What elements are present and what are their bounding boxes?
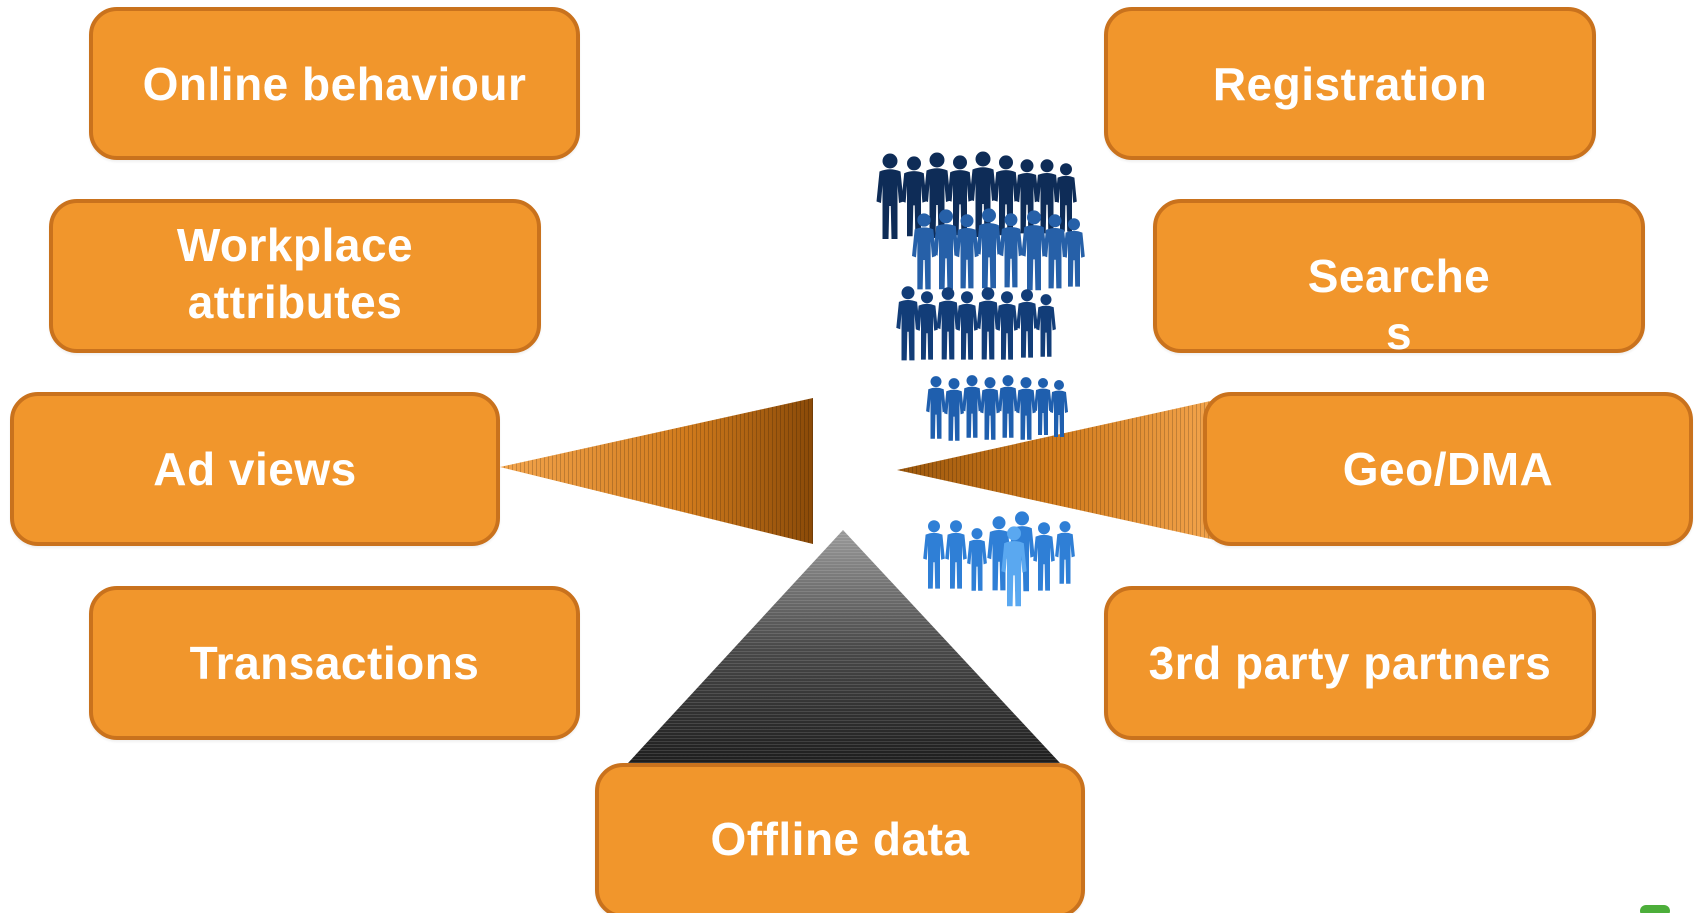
pyramid [628,530,1060,763]
right-funnel [897,400,1215,540]
third-party-partners-label: 3rd party partners [1148,637,1552,689]
registration-label: Registration [1212,57,1488,110]
ad-views-label: Ad views [153,443,357,495]
corner-indicator [1640,905,1670,913]
geo-dma-label: Geo/DMA [1342,443,1554,495]
searches-box: Searches [1153,199,1645,359]
left-funnel [500,398,813,544]
transactions-label: Transactions [189,637,480,689]
workplace-attributes-label: Workplace attributes [176,219,414,328]
third-party-partners-box: 3rd party partners [1104,586,1596,740]
transactions-box: Transactions [89,586,580,740]
workplace-attributes-box: Workplace attributes [49,199,541,353]
ad-views-box: Ad views [10,392,500,546]
searches-label: Searches [1307,250,1491,359]
offline-data-box: Offline data [595,763,1085,913]
offline-data-label: Offline data [710,813,970,865]
people-crowd-icon [876,151,1085,607]
online-behaviour-box: Online behaviour [89,7,580,160]
geo-dma-box: Geo/DMA [1203,392,1693,546]
online-behaviour-label: Online behaviour [142,57,527,110]
registration-box: Registration [1104,7,1596,160]
